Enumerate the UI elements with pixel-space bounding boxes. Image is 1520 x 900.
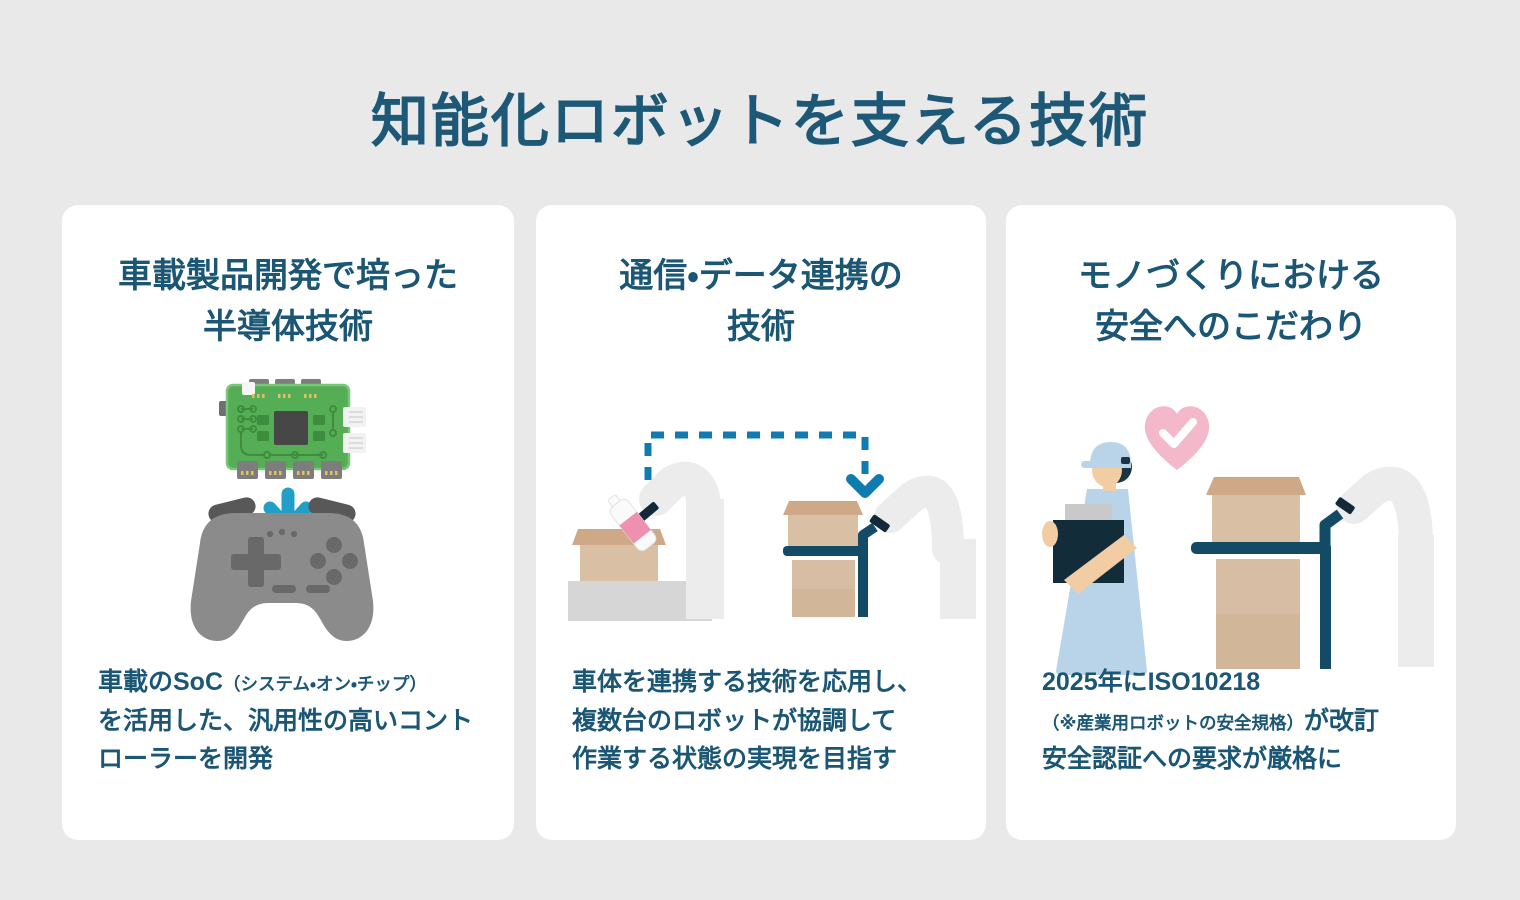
cardboard-box-icon (792, 589, 855, 617)
semiconductor-illustration (62, 377, 514, 679)
card-communication: 通信・データ連携の 技術 (536, 205, 986, 840)
gripper-icon (1335, 497, 1355, 515)
bottle-icon (607, 494, 657, 552)
cardboard-box-icon (1216, 614, 1300, 669)
card-title-line2: 技術 (727, 308, 795, 346)
body-text: 車体を連携する技術を応用し、 (572, 668, 923, 696)
robot-arm-cart-station (1191, 466, 1434, 669)
card-title: 通信・データ連携の 技術 (546, 251, 976, 353)
cardboard-box-icon (580, 545, 658, 581)
communication-illustration (536, 377, 986, 679)
robot-arm-icon (639, 461, 722, 534)
body-note: （※産業用ロボットの安全規格） (1042, 712, 1305, 733)
robot-arms-data-link-icon (568, 431, 976, 621)
safety-illustration (1006, 377, 1456, 679)
card-title-line2: 半導体技術 (203, 308, 373, 346)
cart-rail (1191, 542, 1331, 554)
right-robot-arm-station (783, 475, 976, 619)
box-lid-gray (1065, 504, 1112, 520)
worker-icon (1042, 442, 1147, 675)
cardboard-box-icon (1212, 495, 1300, 542)
circuit-board-to-controller-icon (190, 379, 374, 641)
body-text: 複数台のロボットが協調して (572, 706, 897, 735)
card-title-line1: 通信・データ連携の (619, 257, 903, 295)
card-body: 車体を連携する技術を応用し、 複数台のロボットが協調して 作業する状態の実現を目… (572, 663, 966, 779)
page-title: 知能化ロボットを支える技術 (370, 89, 1150, 154)
body-text: ローラーを開発 (98, 745, 274, 773)
body-text: 作業する状態の実現を目指す (572, 745, 898, 773)
body-text: 安全認証への要求が厳格に (1042, 745, 1343, 773)
body-text: を活用した、汎用性の高いコント (98, 706, 474, 735)
circuit-board-icon (219, 379, 366, 479)
cardboard-box-icon (788, 515, 858, 546)
robot-arm-icon (874, 475, 964, 565)
worker-arm (1064, 535, 1137, 594)
cart-handle (858, 522, 878, 551)
body-text: 車載のSoC (98, 668, 224, 696)
card-title: モノづくりにおける 安全へのこだわり (1016, 251, 1446, 353)
body-note: （システム・オン・チップ） (223, 674, 427, 694)
cart-handle (1319, 509, 1344, 553)
robot-arm-icon (1337, 466, 1433, 562)
box-lid (1206, 477, 1306, 495)
cart-post (858, 547, 868, 617)
box-lid (783, 501, 863, 515)
card-semiconductor: 車載製品開発で培った 半導体技術 (62, 205, 514, 840)
worker-and-robot-icon (1042, 406, 1434, 675)
cardboard-box-icon (1216, 559, 1300, 614)
card-title-line1: モノづくりにおける (1078, 257, 1384, 295)
body-text: 2025年にISO10218 (1042, 668, 1261, 696)
left-robot-arm-station (568, 461, 724, 621)
gripper-icon (869, 514, 890, 533)
cart-rail (783, 546, 864, 556)
dashed-data-link-arrow-icon (644, 431, 884, 498)
card-title-line1: 車載製品開発で培った (118, 257, 458, 295)
heart-check-icon (1144, 406, 1210, 470)
card-title-line2: 安全へのこだわり (1095, 308, 1367, 346)
card-body: 2025年にISO10218 （※産業用ロボットの安全規格）が改訂 安全認証への… (1042, 663, 1436, 779)
cardboard-box-icon (792, 560, 855, 589)
card-body: 車載のSoC（システム・オン・チップ） を活用した、汎用性の高いコント ローラー… (98, 663, 494, 779)
card-title: 車載製品開発で培った 半導体技術 (72, 251, 504, 353)
card-safety: モノづくりにおける 安全へのこだわり (1006, 205, 1456, 840)
cap-brim (1081, 461, 1102, 468)
cart-post (1320, 549, 1331, 669)
body-text: が改訂 (1304, 706, 1380, 735)
worker-hand (1042, 521, 1058, 547)
game-controller-icon (190, 497, 374, 641)
